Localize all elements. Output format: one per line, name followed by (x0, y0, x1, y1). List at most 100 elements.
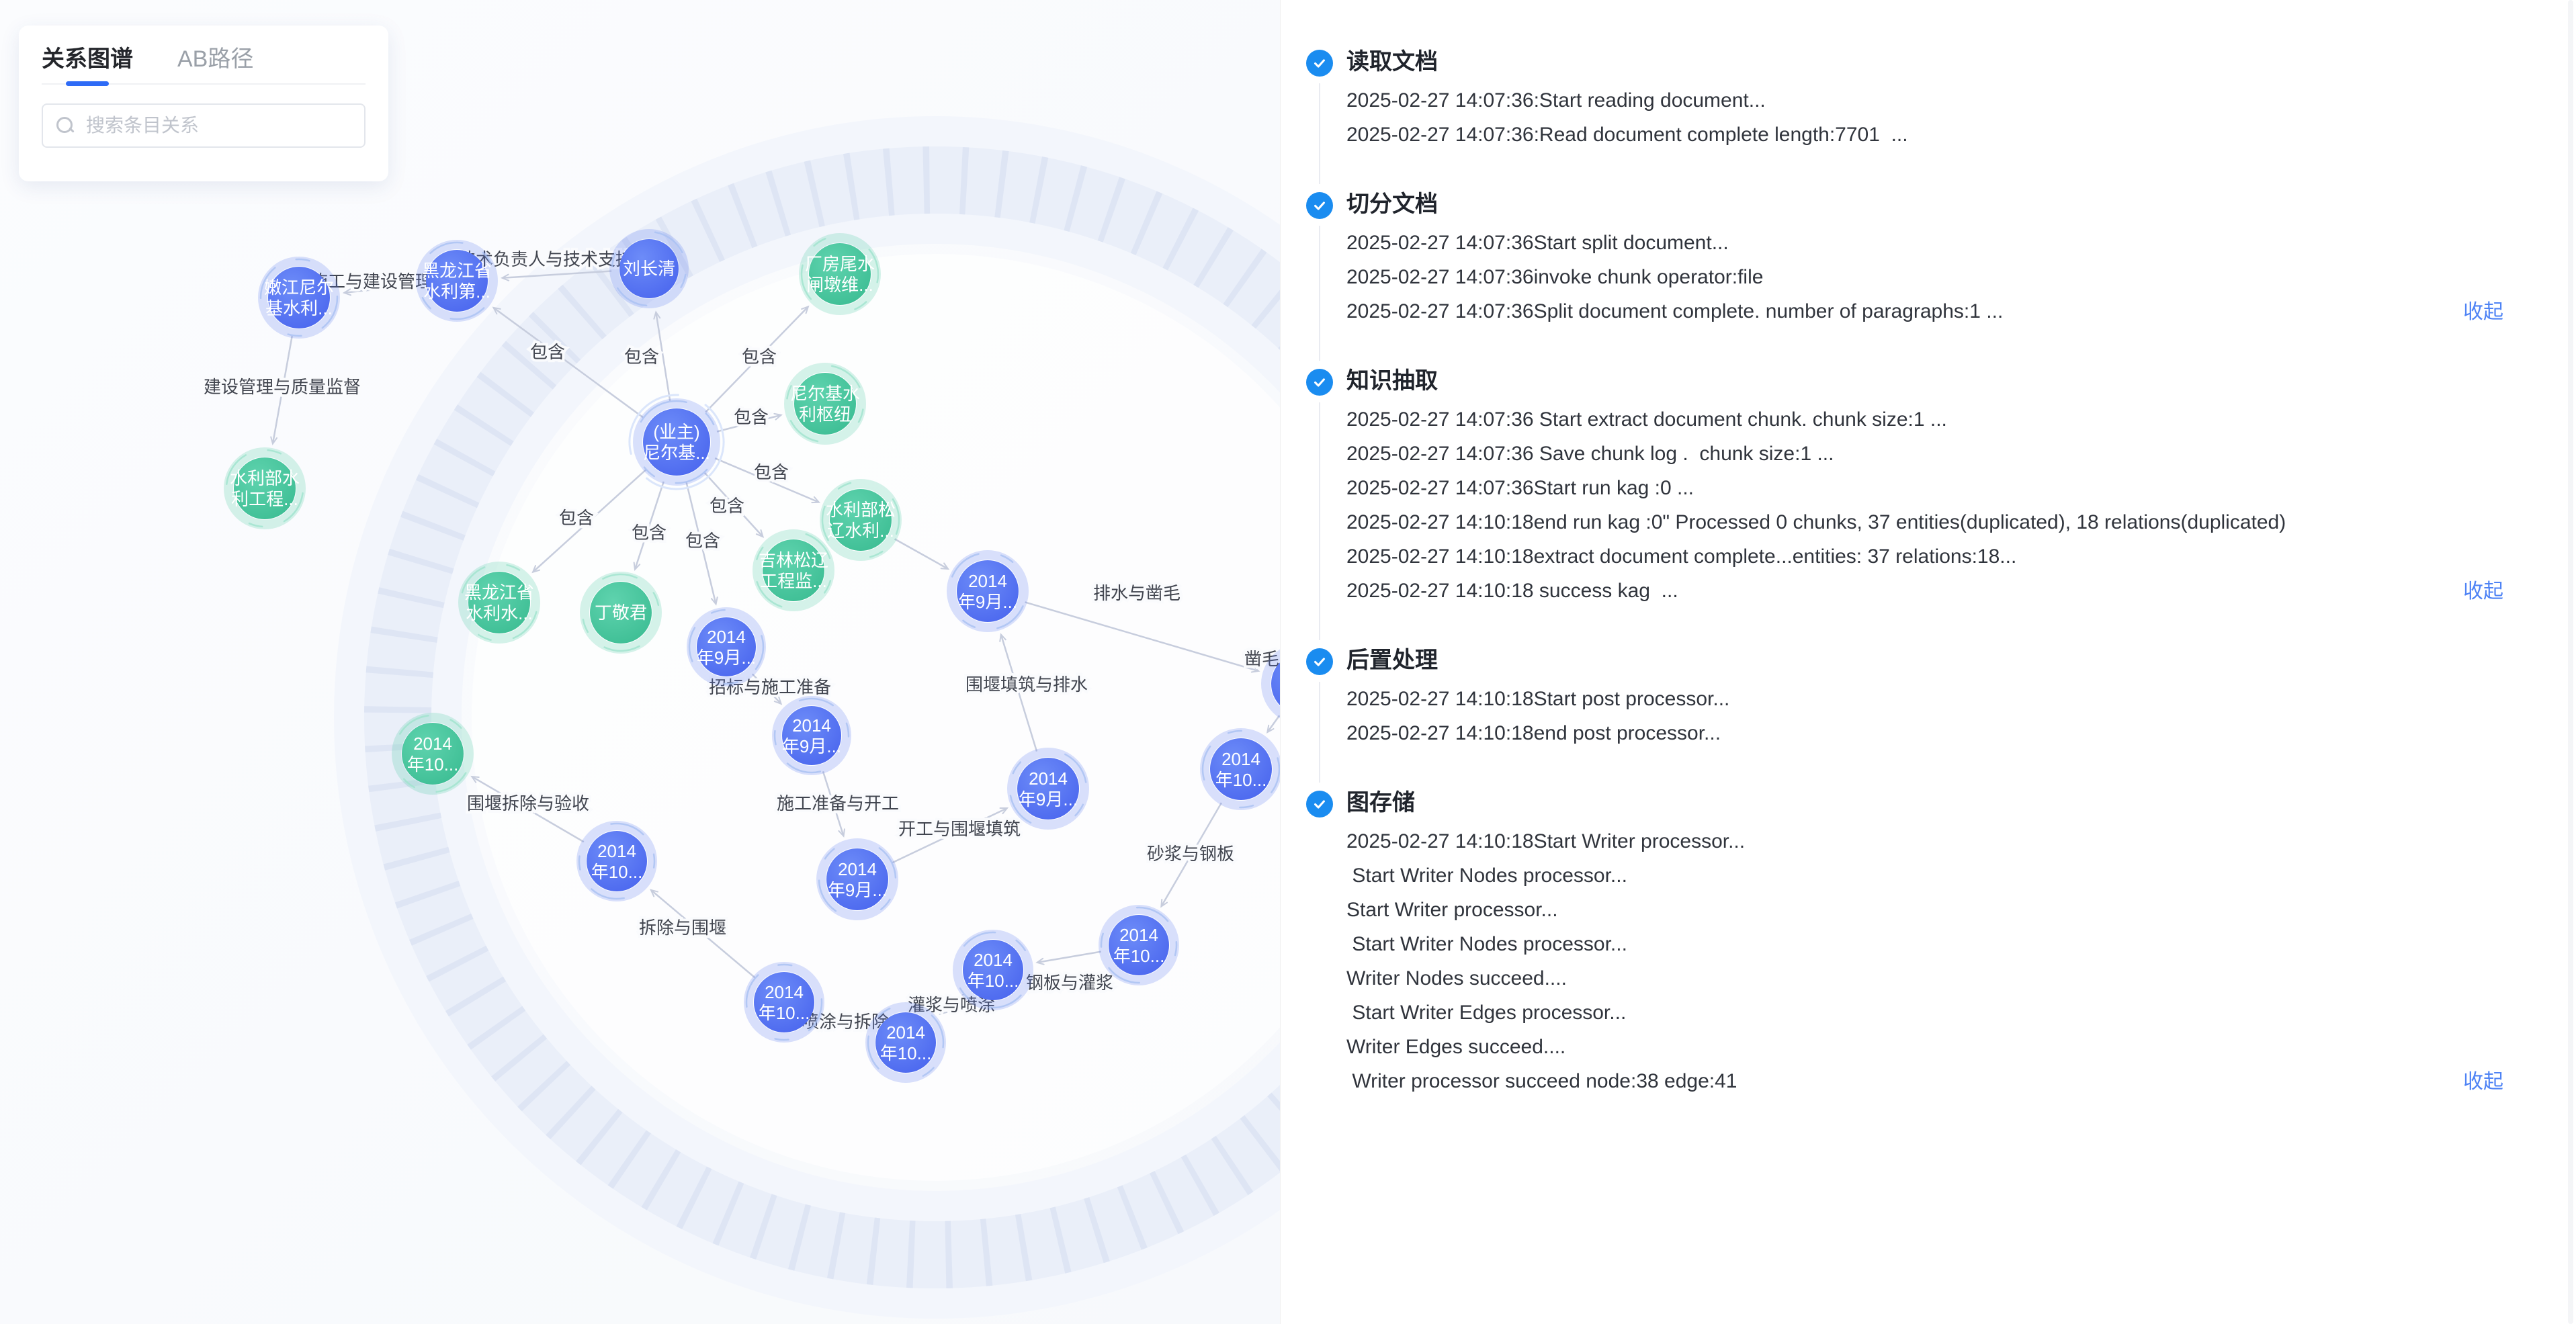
step-complete-icon (1306, 50, 1333, 77)
log-line: Start Writer Nodes processor... (1346, 865, 1627, 887)
step-complete-icon (1306, 648, 1333, 675)
search-input[interactable] (85, 114, 352, 137)
tab-ab-path[interactable]: AB路径 (177, 46, 253, 83)
edge-label: 包含 (710, 496, 744, 516)
pipeline-log-panel: 读取文档 2025-02-27 14:07:36:Start reading do… (1280, 0, 2576, 1324)
graph-edge (653, 310, 671, 401)
log-line: 2025-02-27 14:10:18 success kag ... (1346, 580, 1678, 602)
graph-node[interactable]: 嫩江尼尔基水利... (258, 257, 340, 339)
log-line: Writer Nodes succeed.... (1346, 967, 1567, 989)
pipeline-steps: 读取文档 2025-02-27 14:07:36:Start reading do… (1281, 47, 2542, 1098)
graph-edge (822, 770, 845, 838)
background-ring-decoration (334, 116, 1280, 1319)
graph-edge (685, 482, 718, 606)
search-box[interactable] (42, 103, 366, 148)
graph-edge (705, 305, 810, 413)
graph-node[interactable]: 水利部水利工程... (222, 445, 308, 532)
graph-node[interactable] (1261, 648, 1280, 720)
graph-edge (894, 538, 950, 570)
log-line: 2025-02-27 14:07:36 Save chunk log . chu… (1346, 443, 1834, 465)
log-line: 2025-02-27 14:07:36:Start reading docume… (1346, 89, 1766, 112)
step-complete-icon (1306, 369, 1333, 396)
graph-edge (714, 457, 820, 504)
graph-panel: 施工与建设管理技术负责人与技术支持建设管理与质量监督包含包含包含包含包含包含包含… (0, 0, 1280, 1324)
edge-label: 砂浆与钢板 (1147, 844, 1234, 864)
graph-edge (1160, 802, 1222, 908)
edge-label: 围堰拆除与验收 (467, 793, 589, 813)
pipeline-step: 读取文档 2025-02-27 14:07:36:Start reading do… (1281, 47, 2542, 184)
edge-label: 开工与围堰填筑 (898, 819, 1021, 839)
edge-label: 包含 (685, 531, 720, 551)
log-line: Start Writer processor... (1346, 899, 1558, 921)
node-label: 厂房尾水闸墩维... (805, 254, 875, 295)
edge-label: 灌浆与喷涂 (908, 995, 995, 1015)
graph-edge (531, 469, 646, 574)
graph-edge (892, 807, 1009, 864)
graph-node[interactable]: 丁敬君 (569, 561, 672, 664)
node-label: 水利部松辽水利... (826, 500, 896, 541)
edge-label: 拆除与围堰 (639, 918, 726, 938)
node-label: (业主)尼尔基... (643, 422, 710, 463)
graph-node[interactable]: 尼尔基水利枢纽 (779, 358, 870, 449)
graph-edge (470, 775, 585, 843)
tab-relation-graph-label: 关系图谱 (42, 46, 133, 72)
log-line: 2025-02-27 14:07:36invoke chunk operator… (1346, 266, 1764, 288)
node-label: 刘长清 (623, 259, 675, 279)
node-label: 嫩江尼尔基水利... (264, 277, 334, 318)
node-label: 黑龙江省水利水... (464, 582, 534, 623)
collapse-link[interactable]: 收起 (2463, 301, 2503, 323)
graph-node[interactable]: 水利部松辽水利... (808, 468, 913, 572)
log-line: 2025-02-27 14:07:36Start split document.… (1346, 232, 1729, 254)
graph-node[interactable]: 黑龙江省水利水... (452, 555, 546, 650)
edge-label: 施工与建设管理 (310, 271, 433, 292)
collapse-link[interactable]: 收起 (2463, 580, 2503, 603)
edge-label: 招标与施工准备 (709, 677, 831, 697)
knowledge-graph-canvas[interactable]: 施工与建设管理技术负责人与技术支持建设管理与质量监督包含包含包含包含包含包含包含… (0, 0, 1280, 1324)
log-line: 2025-02-27 14:10:18Start post processor.… (1346, 688, 1730, 710)
log-line: 2025-02-27 14:07:36 Start extract docume… (1346, 408, 1947, 431)
edge-label: 包含 (754, 462, 789, 482)
node-label: 黑龙江省水利第... (422, 261, 492, 302)
tab-relation-graph[interactable]: 关系图谱 (42, 46, 133, 86)
graph-edge (939, 994, 964, 1015)
graph-node[interactable]: 刘长清 (609, 229, 689, 308)
edge-label: 包含 (742, 347, 777, 367)
step-complete-icon (1306, 192, 1333, 219)
graph-edge (1266, 715, 1280, 734)
graph-node[interactable]: 厂房尾水闸墩维... (786, 220, 894, 328)
graph-node[interactable]: 吉林松辽工程监... (744, 521, 843, 619)
search-icon (55, 116, 75, 136)
log-line: 2025-02-27 14:07:36Split document comple… (1346, 300, 2004, 322)
graph-node[interactable]: 黑龙江省水利第... (402, 226, 511, 335)
step-title: 读取文档 (1346, 49, 1438, 75)
graph-edge (633, 481, 664, 572)
edge-label: 建设管理与质量监督 (204, 377, 361, 397)
collapse-link[interactable]: 收起 (2463, 1071, 2503, 1093)
pipeline-step: 知识抽取 2025-02-27 14:07:36 Start extract do… (1281, 366, 2542, 640)
step-title: 知识抽取 (1346, 368, 1438, 394)
graph-edge (1035, 951, 1102, 965)
log-line: Writer Edges succeed.... (1346, 1036, 1566, 1058)
graph-node[interactable]: (业主)尼尔基... (615, 380, 738, 504)
edge-label: 技术负责人与技术支持 (458, 249, 633, 269)
tab-ab-path-label: AB路径 (177, 46, 254, 72)
